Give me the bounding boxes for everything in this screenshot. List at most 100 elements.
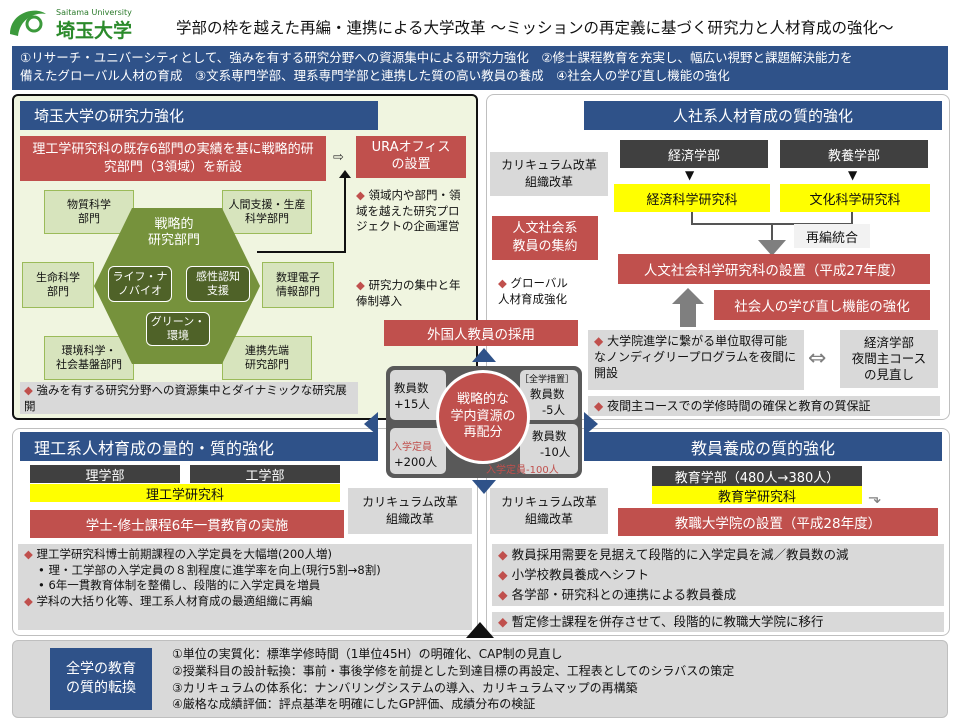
domain-green: グリーン・ 環境 [146, 312, 210, 346]
merge-label: 再編統合 [794, 224, 870, 248]
teacher-bullet-2-text: 小学校教員養成へシフト [511, 566, 650, 582]
research-lead: 理工学研究科の既存6部門の実績を基に戦略的研究部門（3領域）を新設 [20, 136, 326, 181]
teacher-curriculum: カリキュラム改革 組織改革 [490, 488, 608, 534]
science-bullet-3-text: 6年一貫教育体制を整備し、段階的に入学定員を増員 [48, 578, 321, 593]
night-bullet: ◆ 夜間主コースでの学修時間の確保と教育の質保証 [588, 396, 940, 416]
teacher-bullet-4-text: 暫定修士課程を併存させて、段階的に教職大学院に移行 [511, 614, 824, 629]
science-title: 理工系人材育成の量的・質的強化 [20, 432, 378, 461]
night-bullet-text: 夜間主コースでの学修時間の確保と教育の質保証 [607, 399, 871, 413]
dept-science: 理学部 [30, 465, 180, 484]
science-bullet-1: ◆ 理工学研究科博士前期課程の入学定員を大幅増(200人増) [24, 547, 332, 561]
cross-arrow-up-icon [472, 348, 496, 362]
arrow-down-2: ▼ [848, 168, 858, 182]
transformation-item-3: ③カリキュラムの体系化：ナンバリングシステムの導入、カリキュラムマップの再構築 [172, 680, 638, 695]
grad-science-eng: 理工学研究科 [30, 484, 340, 503]
six-year-program: 学士-修士課程6年一貫教育の実施 [30, 510, 344, 538]
teacher-bullet-4: ◆ 暫定修士課程を併存させて、段階的に教職大学院に移行 [492, 612, 944, 632]
mission-line-1: ①リサーチ・ユニバーシティとして、強みを有する研究分野への資源集中による研究力強… [20, 50, 853, 65]
science-bullets: ◆ 理工学研究科博士前期課程の入学定員を大幅増(200人増) • 理・工学部の入… [18, 544, 472, 630]
cell-environment: 環境科学・ 社会基盤部門 [44, 336, 134, 380]
cell-materials: 物質科学 部門 [44, 190, 134, 234]
teacher-bullet-1-text: 教員採用需要を見据えて段階的に入学定員を減／教員数の減 [511, 547, 849, 562]
ura-office: URAオフィス の設置 [356, 136, 466, 178]
research-note: ◆ 強みを有する研究分野への資源集中とダイナミックな研究展開 [20, 382, 358, 414]
br-quadrant [520, 424, 578, 474]
logo-subtitle: Saitama University [56, 8, 132, 17]
dept-engineering: 工学部 [190, 465, 340, 484]
ura-bullet-1: ◆ 領域内や部門・領域を越えた研究プロジェクトの企画運営 [356, 188, 461, 234]
humanities-title: 人社系人材育成の質的強化 [584, 101, 942, 130]
science-bullet-2: • 理・工学部の入学定員の８割程度に進学率を向上(現行5割→8割) [38, 562, 381, 577]
teacher-bullet-2: ◆ 小学校教員養成へシフト [498, 566, 650, 582]
domain-life-nano: ライフ・ナ ノバイオ [108, 266, 172, 302]
education-transformation [12, 640, 948, 718]
reallocation-circle: 戦略的な 学内資源の 再配分 [436, 370, 530, 464]
faculty-minus5-value: -5人 [542, 403, 565, 417]
ura-bullet-2: ◆ 研究力の集中と年俸制導入 [356, 278, 461, 308]
teacher-bullet-3-text: 各学部・研究科との連携による教員養成 [511, 586, 737, 602]
research-title: 埼玉大学の研究力強化 [20, 101, 378, 130]
transformation-items: ①単位の実質化：標準学修時間（1単位45H）の明確化、CAP制の見直し ②授業科… [172, 646, 734, 713]
cell-life-science: 生命科学 部門 [22, 262, 94, 308]
humanities-curriculum: カリキュラム改革 組織改革 [490, 152, 608, 196]
science-bullet-1-text: 理工学研究科博士前期課程の入学定員を大幅増(200人増) [36, 547, 332, 561]
global-bullet-text: グローバル 人材育成強化 [498, 276, 568, 306]
connector-arrows [257, 170, 351, 253]
teacher-title: 教員養成の質的強化 [584, 432, 942, 461]
transformation-item-4: ④厳格な成績評価：評点基準を明確にしたGP評価、成績分布の検証 [172, 697, 536, 712]
grad-culture: 文化科学研究科 [780, 184, 930, 212]
research-note-text: 強みを有する研究分野への資源集中とダイナミックな研究展開 [24, 383, 347, 413]
science-curriculum: カリキュラム改革 組織改革 [348, 488, 472, 534]
grad-education: 教育学研究科 [652, 486, 862, 505]
cell-math-info: 数理電子 情報部門 [262, 262, 334, 308]
transformation-item-2: ②授業科目の設計転換：事前・事後学修を前提とした到達目標の再設定、工程表としての… [172, 663, 735, 678]
cross-arrow-left-icon [364, 412, 378, 436]
down-arrow-icon: ⬎ [868, 488, 882, 507]
night-course: 経済学部 夜間主コース の見直し [840, 330, 938, 388]
global-bullet: ◆ グローバル 人材育成強化 [498, 276, 568, 306]
faculty-minus10-value: -10人 [540, 445, 571, 459]
logo: Saitama University 埼玉大学 [6, 2, 136, 42]
new-humanities-grad: 人文社会科学研究科の設置（平成27年度） [618, 254, 930, 284]
dept-education: 教育学部（480人→380人） [652, 466, 862, 486]
faculty-minus5-label: 教員数 [530, 387, 565, 401]
teacher-bullet-3: ◆ 各学部・研究科との連携による教員養成 [498, 586, 737, 602]
non-degree-text: 大学院進学に繋がる単位取得可能なノンディグリープログラムを夜間に開設 [594, 334, 797, 381]
up-arrow-shaft [680, 303, 696, 327]
arrow-down-1: ▼ [685, 168, 695, 182]
cross-arrow-down-icon [472, 480, 496, 494]
logo-mark-icon [10, 10, 46, 36]
all-university-label: ［全学措置］ [520, 375, 575, 385]
up-arrow-icon [672, 288, 704, 304]
strategic-label: 戦略的 研究部門 [147, 216, 200, 248]
strategic-hexagon [94, 208, 260, 364]
ura-bullet-1-text: 領域内や部門・領域を越えた研究プロジェクトの企画運営 [356, 188, 461, 234]
enrollment-plus-label: 入学定員 [392, 442, 432, 453]
enrollment-minus-value: 入学定員-100人 [486, 465, 559, 476]
transformation-label: 全学の教育 の質的転換 [50, 648, 152, 710]
up-arrow-bottom-icon [466, 622, 494, 638]
science-bullet-4-text: 学科の大括り化等、理工系人材育成の最適組織に再編 [36, 593, 313, 608]
logo-name: 埼玉大学 [56, 20, 133, 42]
mission-banner: ①リサーチ・ユニバーシティとして、強みを有する研究分野への資源集中による研究力強… [12, 46, 948, 90]
dept-liberal-arts: 教養学部 [780, 140, 928, 168]
arrow-icon: ⇨ [333, 150, 344, 165]
non-degree-box: ◆ 大学院進学に繋がる単位取得可能なノンディグリープログラムを夜間に開設 [588, 330, 804, 390]
cross-arrow-right-icon [584, 412, 598, 436]
faculty-plus-value: +15人 [394, 397, 430, 411]
ura-bullet-2-text: 研究力の集中と年俸制導入 [356, 278, 461, 308]
cell-advanced: 連携先端 研究部門 [222, 336, 312, 380]
professional-grad-school: 教職大学院の設置（平成28年度） [618, 508, 938, 536]
mission-line-2: 備えたグローバル人材の育成 ③文系専門学部、理系専門学部と連携した質の高い教員の… [20, 68, 730, 84]
enrollment-plus-value: +200人 [394, 455, 438, 469]
domain-sensibility: 感性認知 支援 [186, 266, 250, 302]
teacher-bullet-1: ◆ 教員採用需要を見据えて段階的に入学定員を減／教員数の減 [498, 547, 849, 562]
page-title: 学部の枠を越えた再編・連携による大学改革 〜ミッションの再定義に基づく研究力と人… [176, 19, 894, 37]
science-bullet-2-text: 理・工学部の入学定員の８割程度に進学率を向上(現行5割→8割) [48, 562, 381, 577]
bl-quadrant [390, 428, 446, 474]
merge-lines [691, 212, 853, 256]
double-arrow-icon: ⇔ [808, 346, 827, 371]
foreign-faculty: 外国人教員の採用 [384, 320, 578, 346]
faculty-minus10-label: 教員数 [532, 429, 567, 443]
adult-learning: 社会人の学び直し機能の強化 [714, 290, 930, 320]
